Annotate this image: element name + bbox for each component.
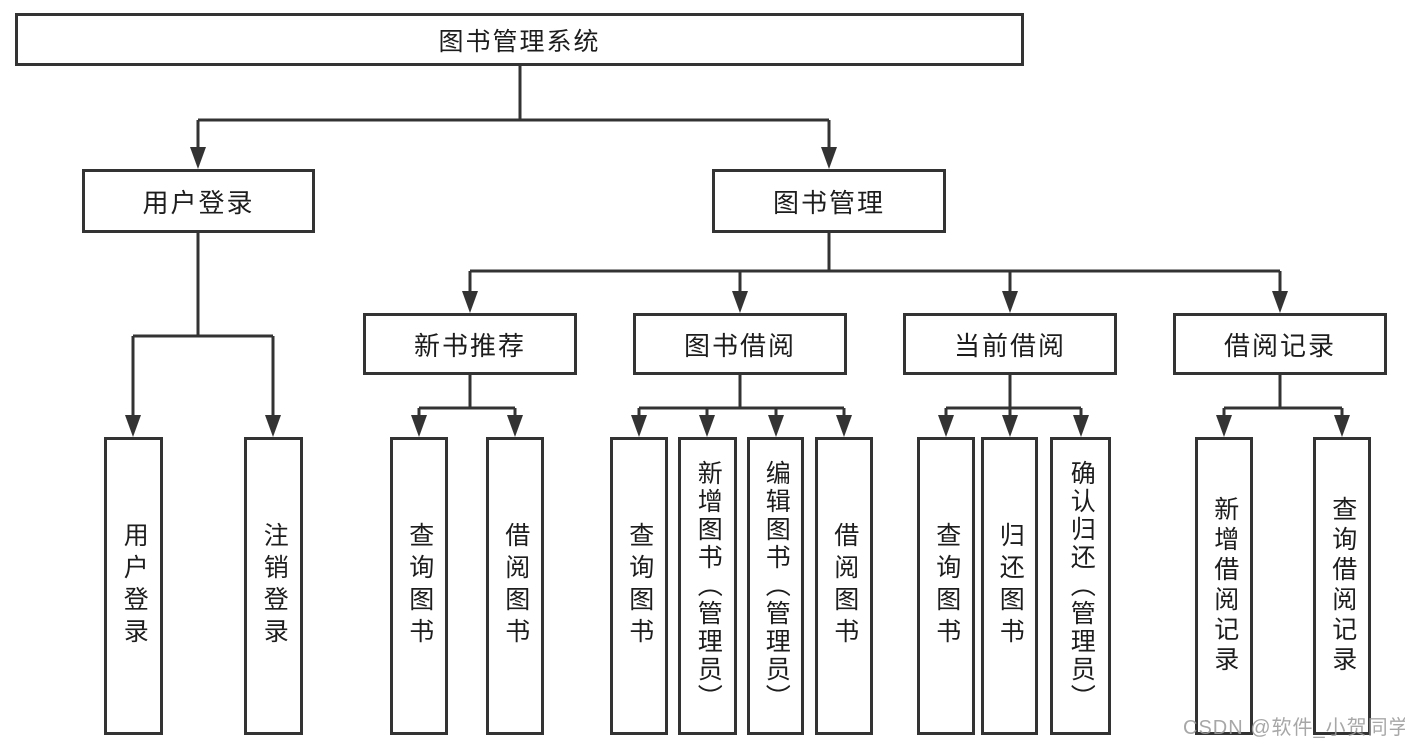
node-root-library-system: 图书管理系统 xyxy=(15,13,1024,66)
leaf-add-borrow-record: 新增借阅记录 xyxy=(1195,437,1253,735)
leaf-query-books-borrowing-label: 查询图书 xyxy=(625,522,654,650)
leaf-borrow-books-borrowing: 借阅图书 xyxy=(815,437,873,735)
leaf-query-books-recommend: 查询图书 xyxy=(390,437,448,735)
leaf-user-login: 用户登录 xyxy=(104,437,163,735)
leaf-edit-book-admin: 编辑图书（管理员） xyxy=(747,437,804,735)
leaf-query-borrow-record: 查询借阅记录 xyxy=(1313,437,1371,735)
leaf-confirm-return-admin: 确认归还（管理员） xyxy=(1050,437,1111,735)
leaf-return-book-label: 归还图书 xyxy=(996,522,1025,650)
leaf-add-book-admin-label: 新增图书（管理员） xyxy=(694,460,723,712)
leaf-borrow-books-recommend-label: 借阅图书 xyxy=(501,522,530,650)
node-book-management: 图书管理 xyxy=(712,169,946,233)
csdn-watermark: CSDN @软件_小贺同学 xyxy=(1183,717,1405,739)
leaf-query-books-recommend-label: 查询图书 xyxy=(405,522,434,650)
node-borrowing-records: 借阅记录 xyxy=(1173,313,1387,375)
leaf-query-books-borrowing: 查询图书 xyxy=(610,437,668,735)
leaf-return-book: 归还图书 xyxy=(981,437,1038,735)
leaf-query-books-current-label: 查询图书 xyxy=(932,522,961,650)
leaf-add-book-admin: 新增图书（管理员） xyxy=(678,437,737,735)
leaf-user-login-label: 用户登录 xyxy=(120,522,149,650)
leaf-confirm-return-admin-label: 确认归还（管理员） xyxy=(1067,460,1096,712)
leaf-borrow-books-borrowing-label: 借阅图书 xyxy=(830,522,859,650)
node-user-login: 用户登录 xyxy=(82,169,315,233)
leaf-query-books-current: 查询图书 xyxy=(917,437,975,735)
leaf-edit-book-admin-label: 编辑图书（管理员） xyxy=(762,460,791,712)
leaf-query-borrow-record-label: 查询借阅记录 xyxy=(1328,496,1357,676)
node-current-borrowing: 当前借阅 xyxy=(903,313,1117,375)
leaf-add-borrow-record-label: 新增借阅记录 xyxy=(1210,496,1239,676)
node-book-borrowing: 图书借阅 xyxy=(633,313,847,375)
node-new-book-recommendation: 新书推荐 xyxy=(363,313,577,375)
leaf-logout-label: 注销登录 xyxy=(260,522,289,650)
leaf-borrow-books-recommend: 借阅图书 xyxy=(486,437,544,735)
leaf-logout: 注销登录 xyxy=(244,437,303,735)
